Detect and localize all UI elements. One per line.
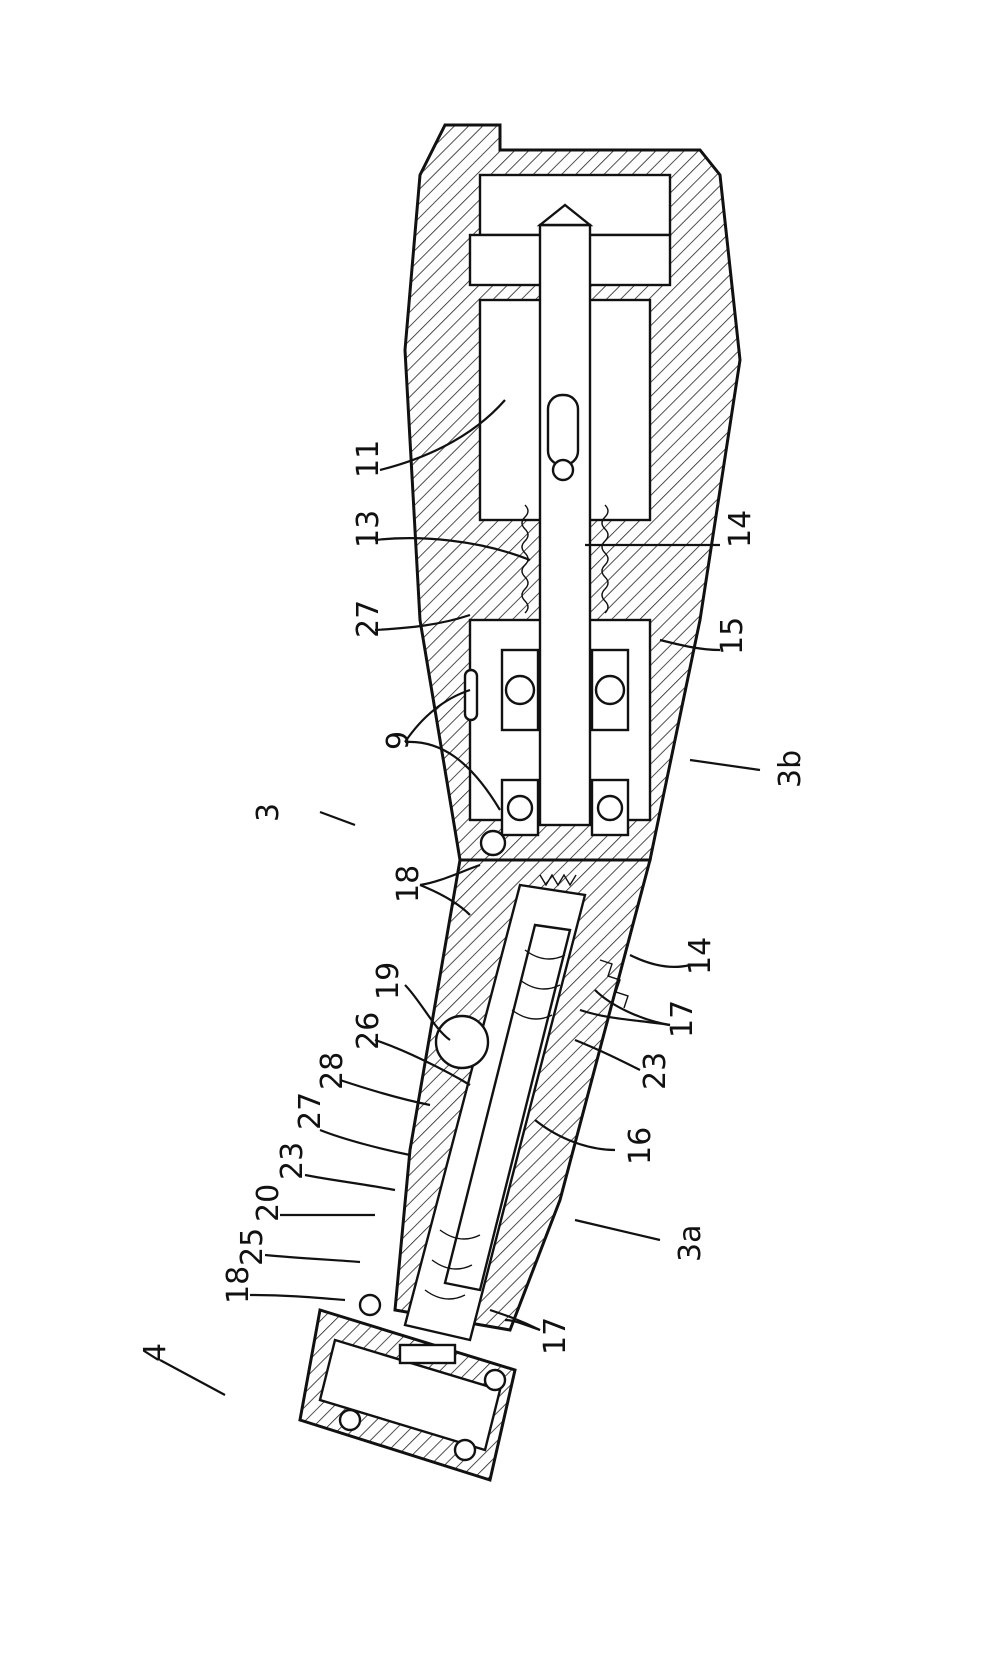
label-15: 15: [715, 617, 750, 655]
label-23-right: 23: [638, 1052, 673, 1090]
label-18-bottom: 18: [221, 1266, 256, 1304]
label-3a: 3a: [673, 1225, 708, 1262]
label-14-bottom: 14: [683, 937, 718, 975]
label-17-right: 17: [665, 1000, 700, 1038]
label-13: 13: [351, 510, 386, 548]
label-9: 9: [381, 731, 416, 750]
label-28: 28: [315, 1052, 350, 1090]
label-3: 3: [251, 803, 286, 822]
label-19: 19: [371, 962, 406, 1000]
label-27-top: 27: [351, 600, 386, 638]
label-27-bottom: 27: [293, 1092, 328, 1130]
front-housing-section: [393, 858, 652, 1342]
label-14-top: 14: [723, 510, 758, 548]
label-25: 25: [235, 1228, 270, 1266]
label-3b: 3b: [773, 750, 808, 788]
leader-lines: [159, 399, 761, 1396]
part-labels: 11 13 14 27 15 9 3 3b 18 14 19 26 28 17 …: [138, 440, 808, 1362]
rear-housing-section: [403, 123, 742, 862]
label-18-top: 18: [391, 865, 426, 903]
head-section: [298, 1293, 517, 1482]
label-20: 20: [251, 1184, 286, 1222]
label-26: 26: [351, 1012, 386, 1050]
label-11: 11: [351, 440, 386, 478]
label-4: 4: [138, 1343, 173, 1362]
label-23-left: 23: [275, 1142, 310, 1180]
label-16: 16: [623, 1127, 658, 1165]
label-17-bottom: 17: [538, 1317, 573, 1355]
